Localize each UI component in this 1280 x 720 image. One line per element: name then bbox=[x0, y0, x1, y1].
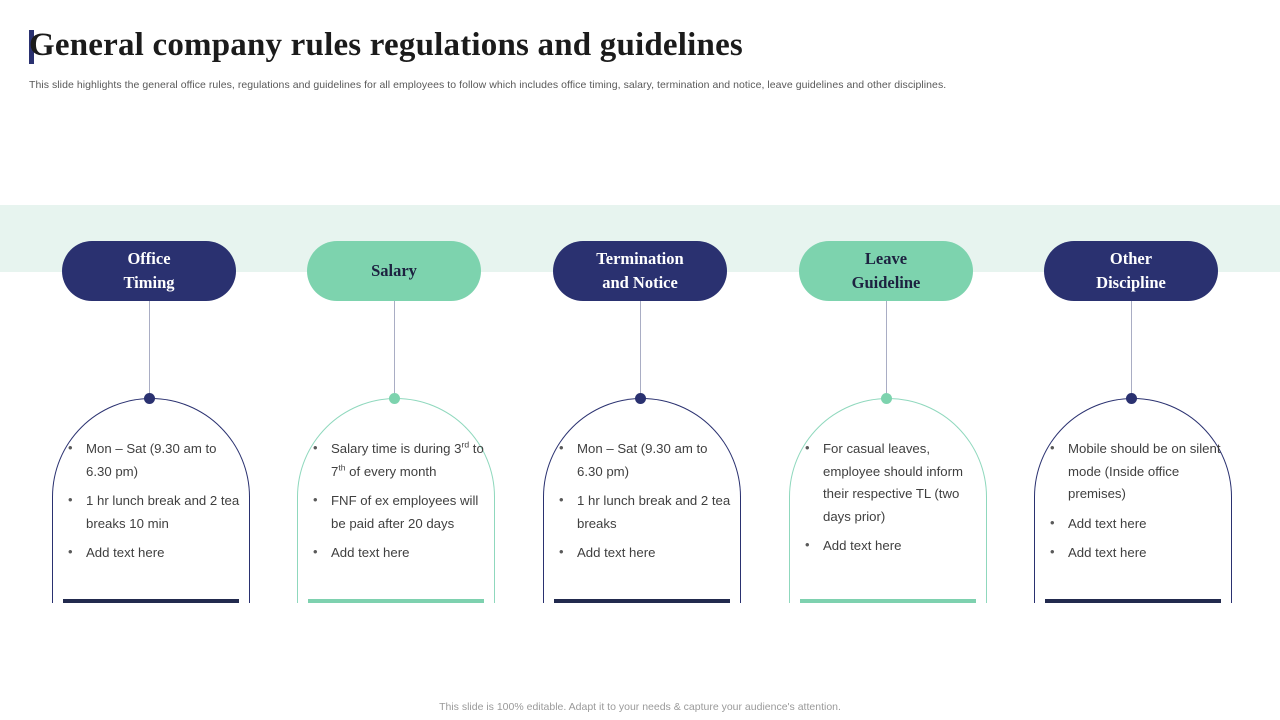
list-item[interactable]: Add text here bbox=[1046, 512, 1224, 536]
list-item[interactable]: Mobile should be on silent mode (Inside … bbox=[1046, 437, 1224, 506]
column-other-discipline: OtherDisciplineMobile should be on silen… bbox=[1032, 0, 1278, 720]
list-item[interactable]: Add text here bbox=[801, 534, 979, 558]
pill-label-line2: Timing bbox=[123, 273, 175, 292]
bullet-list-office-timing: Mon – Sat (9.30 am to 6.30 pm) 1 hr lunch… bbox=[64, 437, 242, 565]
bullet-list-other-discipline: Mobile should be on silent mode (Inside … bbox=[1046, 437, 1224, 565]
pill-label-line1: Termination bbox=[596, 249, 684, 268]
title-accent-bar bbox=[29, 30, 34, 64]
arch-base-bar bbox=[63, 599, 239, 603]
category-pill-termination-and-notice[interactable]: Termination and Notice bbox=[553, 241, 727, 301]
list-item[interactable]: Add text here bbox=[64, 541, 242, 565]
arch-base-bar bbox=[800, 599, 976, 603]
list-item[interactable]: 1 hr lunch break and 2 tea breaks bbox=[555, 489, 733, 535]
list-item[interactable]: Add text here bbox=[555, 541, 733, 565]
column-termination-and-notice: Termination and NoticeMon – Sat (9.30 am … bbox=[541, 0, 787, 720]
list-item[interactable]: Add text here bbox=[1046, 541, 1224, 565]
connector-line bbox=[1131, 301, 1132, 399]
column-salary: SalarySalary time is during 3rd to 7th o… bbox=[295, 0, 541, 720]
page-title: General company rules regulations and gu… bbox=[29, 27, 743, 63]
pill-label-line2: and Notice bbox=[602, 273, 678, 292]
list-item[interactable]: Mon – Sat (9.30 am to 6.30 pm) bbox=[555, 437, 733, 483]
pill-label-line1: Salary bbox=[371, 261, 417, 280]
pill-label-line2: Guideline bbox=[851, 273, 921, 292]
arch-base-bar bbox=[1045, 599, 1221, 603]
column-office-timing: OfficeTimingMon – Sat (9.30 am to 6.30 p… bbox=[50, 0, 296, 720]
connector-node-dot bbox=[635, 393, 646, 404]
pill-label-line1: Other bbox=[1109, 249, 1153, 268]
page-subtitle: This slide highlights the general office… bbox=[29, 79, 947, 91]
connector-line bbox=[640, 301, 641, 399]
connector-node-dot bbox=[144, 393, 155, 404]
category-pill-salary[interactable]: Salary bbox=[307, 241, 481, 301]
connector-node-dot bbox=[881, 393, 892, 404]
connector-line bbox=[149, 301, 150, 399]
column-leave-guideline: LeaveGuidelineFor casual leaves, employe… bbox=[787, 0, 1033, 720]
pill-label-line1: Office bbox=[127, 249, 171, 268]
list-item[interactable]: For casual leaves, employee should infor… bbox=[801, 437, 979, 528]
connector-line bbox=[394, 301, 395, 399]
pill-label-line2: Discipline bbox=[1096, 273, 1166, 292]
bullet-list-leave-guideline: For casual leaves, employee should infor… bbox=[801, 437, 979, 558]
pill-label-line1: Leave bbox=[864, 249, 908, 268]
arch-base-bar bbox=[554, 599, 730, 603]
list-item[interactable]: Add text here bbox=[309, 541, 487, 565]
list-item[interactable]: FNF of ex employees will be paid after 2… bbox=[309, 489, 487, 535]
list-item[interactable]: 1 hr lunch break and 2 tea breaks 10 min bbox=[64, 489, 242, 535]
connector-line bbox=[886, 301, 887, 399]
connector-node-dot bbox=[1126, 393, 1137, 404]
list-item[interactable]: Salary time is during 3rd to 7th of ever… bbox=[309, 437, 487, 483]
footer-note: This slide is 100% editable. Adapt it to… bbox=[439, 701, 841, 713]
list-item[interactable]: Mon – Sat (9.30 am to 6.30 pm) bbox=[64, 437, 242, 483]
arch-base-bar bbox=[308, 599, 484, 603]
bullet-list-salary: Salary time is during 3rd to 7th of ever… bbox=[309, 437, 487, 565]
connector-node-dot bbox=[389, 393, 400, 404]
bullet-list-termination-and-notice: Mon – Sat (9.30 am to 6.30 pm) 1 hr lunch… bbox=[555, 437, 733, 565]
